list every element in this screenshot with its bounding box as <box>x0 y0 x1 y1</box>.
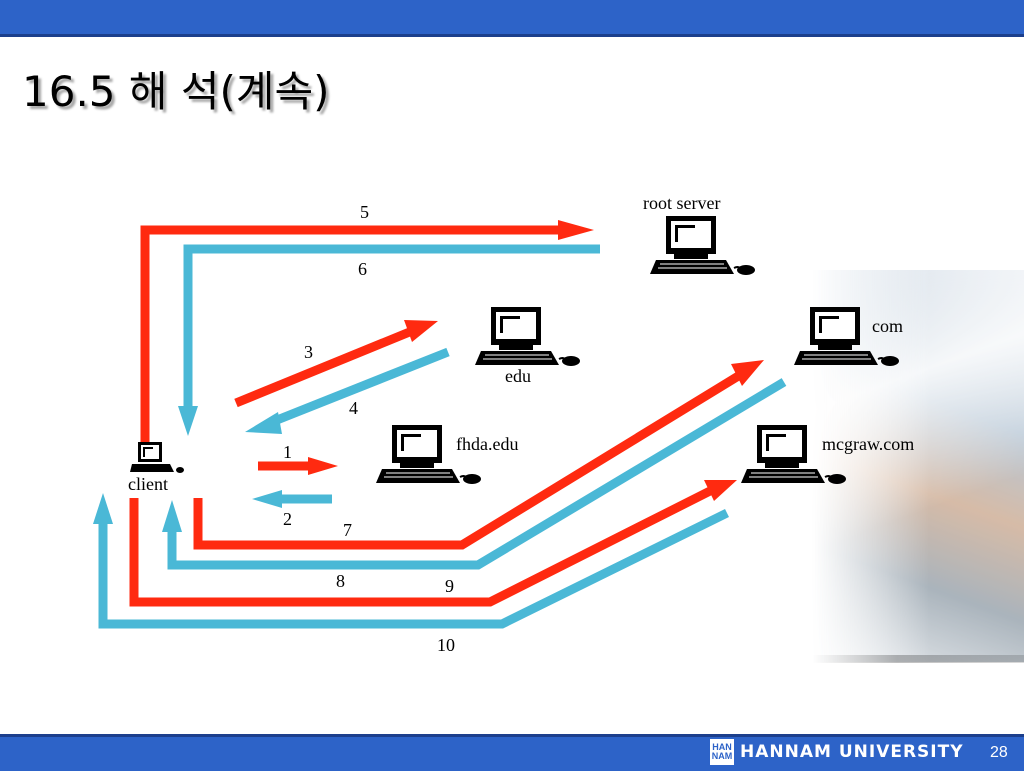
client-label: client <box>128 474 168 494</box>
fhda-label: fhda.edu <box>456 434 518 454</box>
arrow-8 <box>167 378 787 570</box>
step-2-label: 2 <box>283 509 292 529</box>
edu-computer-icon <box>474 306 581 367</box>
arrow-5 <box>140 225 562 460</box>
arrow-3 <box>234 326 414 408</box>
edu-label: edu <box>505 366 531 386</box>
step-4-label: 4 <box>349 398 358 418</box>
arrow-4 <box>270 347 450 427</box>
arrow-6-head <box>178 406 198 436</box>
step-5-label: 5 <box>360 202 369 222</box>
step-3-label: 3 <box>304 342 313 362</box>
arrow-10 <box>98 508 729 629</box>
step-8-label: 8 <box>336 571 345 591</box>
arrow-9 <box>129 485 715 607</box>
arrow-7-head <box>731 360 764 386</box>
arrow-10-head <box>93 493 113 524</box>
arrow-1-head <box>308 457 338 475</box>
arrow-4-head <box>245 412 282 434</box>
step-6-label: 6 <box>358 259 367 279</box>
logo-text: HAN NAM <box>711 742 733 761</box>
slide-title: 16.5 해 석(계속) <box>22 67 330 116</box>
mcgraw-label: mcgraw.com <box>822 434 914 454</box>
step-7-label: 7 <box>343 520 352 540</box>
bottom-bar <box>0 734 1024 771</box>
step-1-label: 1 <box>283 442 292 462</box>
arrow-5-head <box>558 220 594 240</box>
arrow-8-head <box>162 500 182 532</box>
university-name: HANNAM UNIVERSITY <box>740 742 964 762</box>
step-9-label: 9 <box>445 576 454 596</box>
arrow-2-head <box>252 490 282 508</box>
decorative-shadow <box>812 655 1024 663</box>
step-10-label: 10 <box>437 635 455 655</box>
com-label: com <box>872 316 903 336</box>
arrow-6 <box>183 244 600 410</box>
page-number: 28 <box>990 744 1008 761</box>
university-logo-icon: HAN NAM <box>710 739 734 765</box>
university-branding: HAN NAM HANNAM UNIVERSITY <box>710 739 964 765</box>
arrow-7 <box>193 371 743 550</box>
arrow-3-head <box>404 320 438 342</box>
arrow-9-head <box>704 480 737 501</box>
root-server-computer-icon <box>649 215 756 276</box>
root-server-label: root server <box>643 193 720 213</box>
client-computer-icon <box>130 442 184 473</box>
top-bar <box>0 0 1024 37</box>
